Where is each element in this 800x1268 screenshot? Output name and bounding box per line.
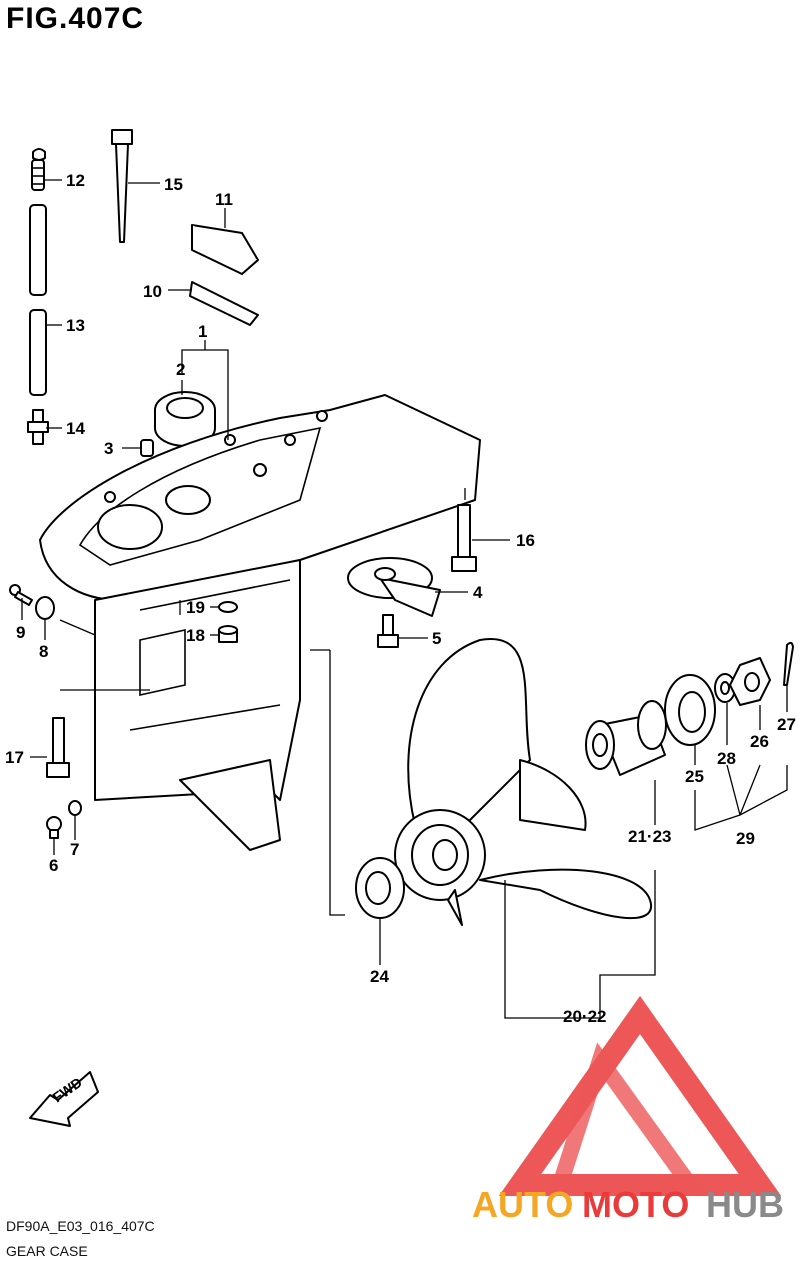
leader-lines — [21, 179, 788, 1019]
callout-16: 16 — [516, 531, 535, 550]
callout-26: 26 — [750, 732, 769, 751]
callout-27: 27 — [777, 715, 796, 734]
diagram-name: GEAR CASE — [6, 1243, 88, 1259]
part-28-washer — [714, 673, 736, 703]
callout-17: 17 — [5, 748, 24, 767]
part-7-gasket — [68, 800, 82, 816]
gear-case-body — [39, 394, 481, 851]
part-27-cotter-pin — [783, 641, 794, 686]
watermark-text-hub: HUB — [706, 1184, 784, 1225]
callout-9: 9 — [16, 623, 25, 642]
part-24-thrust-washer — [355, 857, 405, 919]
callout-14: 14 — [66, 419, 85, 438]
part-17-bolt — [46, 717, 70, 778]
part-14-fitting — [27, 409, 49, 445]
callout-25: 25 — [685, 767, 704, 786]
fwd-direction-arrow: FWD — [29, 1071, 99, 1127]
callout-13: 13 — [66, 316, 85, 335]
callout-28: 28 — [717, 749, 736, 768]
part-4-trim-tab — [347, 557, 441, 617]
callout-10: 10 — [143, 282, 162, 301]
callout-7: 7 — [70, 840, 79, 859]
part-9-screw — [9, 584, 33, 606]
callout-19: 19 — [186, 598, 205, 617]
callout-24: 24 — [370, 967, 389, 986]
part-11-block — [191, 224, 259, 275]
callout-4: 4 — [473, 583, 483, 602]
part-12-grommet — [31, 148, 46, 191]
callout-8: 8 — [39, 642, 48, 661]
callout-11: 11 — [215, 190, 233, 209]
callout-12: 12 — [66, 171, 85, 190]
part-15-cable-tie — [111, 129, 133, 243]
part-6-drain-screw — [46, 816, 62, 839]
callout-2: 2 — [176, 360, 185, 379]
part-5-bolt — [377, 614, 399, 648]
part-21-23-bushing — [585, 700, 667, 776]
figure-title: FIG.407C — [6, 2, 145, 35]
part-26-nut — [729, 657, 771, 706]
part-20-22-propeller — [394, 638, 653, 926]
callout-18: 18 — [186, 626, 205, 645]
diagram-code: DF90A_E03_016_407C — [6, 1218, 155, 1234]
callout-15: 15 — [164, 175, 183, 194]
part-16-bolt — [451, 504, 477, 572]
part-25-spacer — [664, 674, 716, 746]
watermark-text: AUTO MOTO HUB — [472, 1184, 784, 1225]
part-3-pin — [140, 439, 154, 457]
part-19-washer — [218, 601, 238, 613]
callout-29: 29 — [736, 829, 755, 848]
callout-5: 5 — [432, 629, 441, 648]
callout-1: 1 — [198, 322, 207, 341]
watermark-text-auto: AUTO — [472, 1184, 573, 1225]
callout-6: 6 — [49, 856, 58, 875]
callout-21-23: 21·23 — [628, 827, 671, 846]
part-8-grommet — [35, 596, 55, 620]
watermark-text-moto: MOTO — [582, 1184, 689, 1225]
callout-numbers: 12 13 14 15 11 10 1 2 3 16 4 5 9 8 19 18… — [5, 171, 796, 1026]
part-18-nut — [218, 625, 238, 643]
callout-3: 3 — [104, 439, 113, 458]
part-13-water-tube — [29, 204, 47, 396]
part-10-plate — [189, 281, 259, 326]
callout-20-22: 20·22 — [563, 1007, 606, 1026]
watermark-logo — [498, 995, 782, 1196]
